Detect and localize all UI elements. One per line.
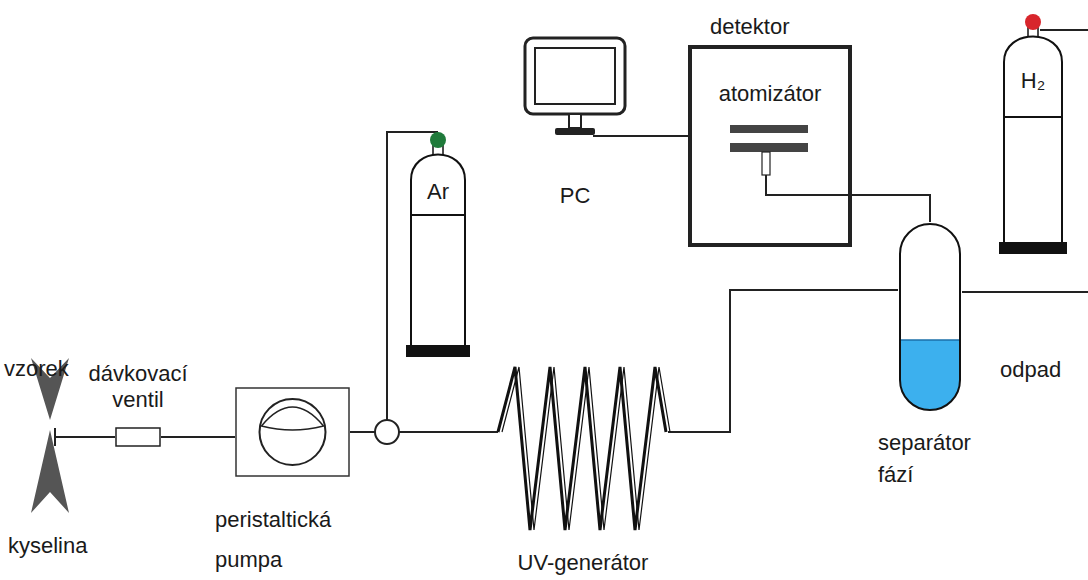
phase-separator-shape: [898, 222, 962, 412]
tube-connector: [387, 132, 498, 432]
cylinder-base: [999, 242, 1067, 254]
atomizer-bar: [730, 143, 808, 152]
monitor-base: [555, 128, 595, 135]
acid-inlet: [31, 430, 69, 513]
atomizer-inlet: [762, 152, 770, 175]
inlet-label: kyselina: [8, 533, 87, 559]
pc-monitor-shape: [523, 36, 627, 140]
gas-name: H₂: [998, 68, 1068, 94]
separator-outline: [900, 224, 960, 410]
uv-label: UV-generátor: [497, 550, 669, 576]
monitor-frame: [525, 38, 625, 114]
hydrogen-cylinder-shape: [998, 12, 1068, 257]
outlet-label: odpad: [1000, 357, 1061, 383]
inlet-label: vzorek: [4, 356, 69, 382]
monitor-neck: [569, 114, 581, 128]
argon-cylinder: Ar: [405, 130, 471, 360]
tube-connector: [668, 290, 898, 432]
pc-label: PC: [543, 183, 607, 209]
monitor-screen: [535, 48, 615, 104]
dosing-valve: dávkovací ventil: [115, 427, 161, 447]
inlet-line: [55, 436, 115, 438]
phase-separator: separátor fází: [898, 222, 962, 412]
atomizer-feed: [766, 175, 852, 195]
peristaltic-pump: peristaltická pumpa: [235, 387, 350, 477]
liquid-level: [900, 339, 960, 341]
detector-box: detektoratomizátor: [688, 45, 852, 247]
detector-housing: [690, 47, 850, 245]
hydrogen-line: [1040, 29, 1088, 31]
valve-label: dávkovací ventil: [82, 361, 194, 413]
pc-monitor: PC: [523, 36, 627, 140]
atomizer-bar: [730, 125, 808, 133]
uv-generator: UV-generátor: [498, 362, 668, 537]
pump-housing: [236, 388, 349, 476]
gas-name: Ar: [405, 179, 471, 205]
pump-rotor: [260, 399, 326, 465]
cylinder-band: [1004, 116, 1062, 118]
separator-liquid: [900, 340, 960, 410]
tube-connector: [593, 135, 688, 137]
tube-connector: [161, 436, 235, 438]
valve-body: [116, 428, 160, 446]
cylinder-band: [411, 214, 465, 216]
peristaltic-pump-shape: [235, 387, 350, 477]
uv-generator-shape: [498, 362, 668, 537]
detector-heading: detektor: [710, 14, 840, 40]
pump-tube: [262, 407, 324, 430]
tube-connector: [852, 195, 930, 222]
uv-coil-shade: [502, 367, 670, 530]
dosing-valve-shape: [115, 427, 161, 447]
argon-cylinder-shape: [405, 130, 471, 360]
gas-junction: [375, 420, 399, 444]
detector-box-shape: [688, 45, 852, 247]
cylinder-valve: [430, 132, 446, 148]
cylinder-valve: [1025, 14, 1041, 30]
hydrogen-cylinder: H₂: [998, 12, 1068, 257]
cylinder-base: [406, 345, 470, 357]
uv-coil: [498, 367, 666, 530]
pump-label: peristaltická pumpa: [215, 500, 363, 580]
separator-label: separátor fází: [878, 427, 990, 491]
atomizer-label: atomizátor: [696, 81, 844, 107]
waste-line: [962, 291, 1088, 293]
cylinder-body: [1004, 37, 1062, 244]
